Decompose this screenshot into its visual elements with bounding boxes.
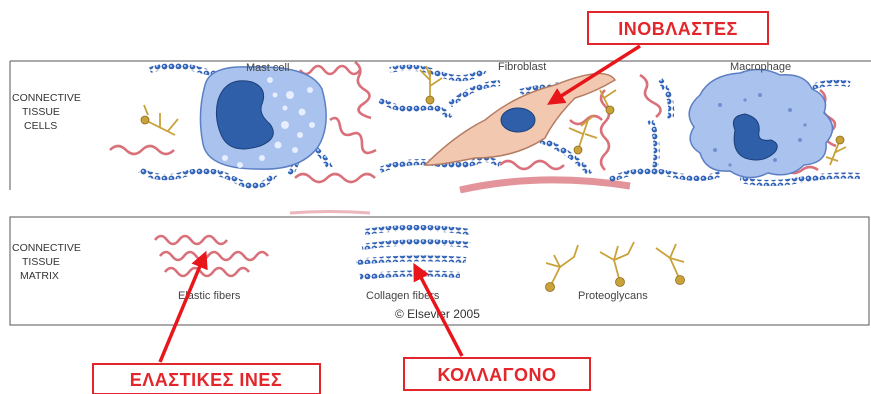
proteoglycan-core	[616, 278, 625, 287]
proteoglycan-core	[426, 96, 434, 104]
fibroblast-nucleus	[501, 108, 535, 132]
elastic-fiber	[165, 268, 249, 276]
proteoglycans-label: Proteoglycans	[578, 290, 648, 302]
vessel-gap-hint	[290, 212, 370, 214]
elastic-fiber	[110, 146, 174, 154]
macrophage-cell: Macrophage	[689, 61, 832, 178]
matrix-panel-label: CONNECTIVE TISSUE MATRIX	[12, 242, 84, 282]
cells-panel: CONNECTIVE TISSUE CELLS	[10, 61, 871, 190]
collagen-fiber	[450, 83, 500, 105]
blood-vessel	[460, 180, 630, 190]
proteoglycan-core	[836, 136, 844, 144]
fibroblast-label: Fibroblast	[498, 61, 546, 73]
macrophage-label: Macrophage	[730, 61, 791, 73]
collagen-fiber	[540, 140, 590, 174]
collagen-fiber	[356, 258, 466, 262]
collagen-fiber	[360, 273, 460, 277]
cells-label-line-2: TISSUE	[22, 106, 60, 118]
collagen-fiber	[140, 170, 275, 186]
collagen-fiber	[362, 242, 470, 247]
elastic-fiber	[295, 174, 375, 182]
fibroblasts-callout-text: ΙΝΟΒΛΑΣΤΕΣ	[618, 19, 738, 39]
fibroblasts-arrow	[550, 46, 640, 103]
cells-label-line-3: CELLS	[24, 120, 57, 132]
matrix-label-line-1: CONNECTIVE	[12, 242, 81, 254]
collagen-callout-text: ΚΟΛΛΑΓΟΝΟ	[437, 365, 556, 385]
collagen-callout: ΚΟΛΛΑΓΟΝΟ	[404, 266, 590, 390]
collagen-fiber	[390, 68, 485, 78]
proteoglycan-core	[141, 116, 149, 124]
proteoglycan-branch	[546, 245, 578, 287]
proteoglycan-core	[606, 106, 614, 114]
collagen-fiber	[380, 100, 450, 118]
elastic-fiber	[355, 62, 371, 118]
collagen-fibers-sample	[356, 228, 470, 277]
collagen-fiber	[660, 80, 671, 120]
elastic-fiber	[640, 75, 661, 117]
elastic-fiber	[330, 118, 376, 153]
proteoglycan-core	[546, 283, 555, 292]
elastic-fiber	[160, 252, 268, 260]
proteoglycan-core	[676, 276, 685, 285]
proteoglycans-sample	[546, 242, 684, 287]
proteoglycan-branch	[600, 242, 634, 282]
collagen-fiber	[650, 120, 657, 170]
elastic-callout-text: ΕΛΑΣΤΙΚΕΣ ΙΝΕΣ	[130, 370, 282, 390]
elastic-fiber	[500, 161, 564, 169]
collagen-fiber	[365, 228, 470, 232]
elastic-fiber	[300, 66, 360, 74]
cells-label-line-1: CONNECTIVE	[12, 92, 81, 104]
macrophage-body	[689, 69, 832, 177]
elastic-fiber	[155, 236, 227, 244]
collagen-fiber	[610, 171, 720, 180]
proteoglycan-core	[574, 146, 582, 154]
mast-cell-label: Mast cell	[246, 62, 289, 74]
mast-cell: Mast cell	[200, 62, 326, 169]
cells-panel-label: CONNECTIVE TISSUE CELLS	[12, 92, 84, 132]
matrix-panel: CONNECTIVE TISSUE MATRIX Elastic fibers …	[10, 217, 869, 325]
matrix-label-line-2: TISSUE	[22, 256, 60, 268]
elastic-fibers-sample	[155, 236, 268, 276]
matrix-label-line-3: MATRIX	[20, 270, 59, 282]
proteoglycan-branch	[656, 244, 684, 280]
